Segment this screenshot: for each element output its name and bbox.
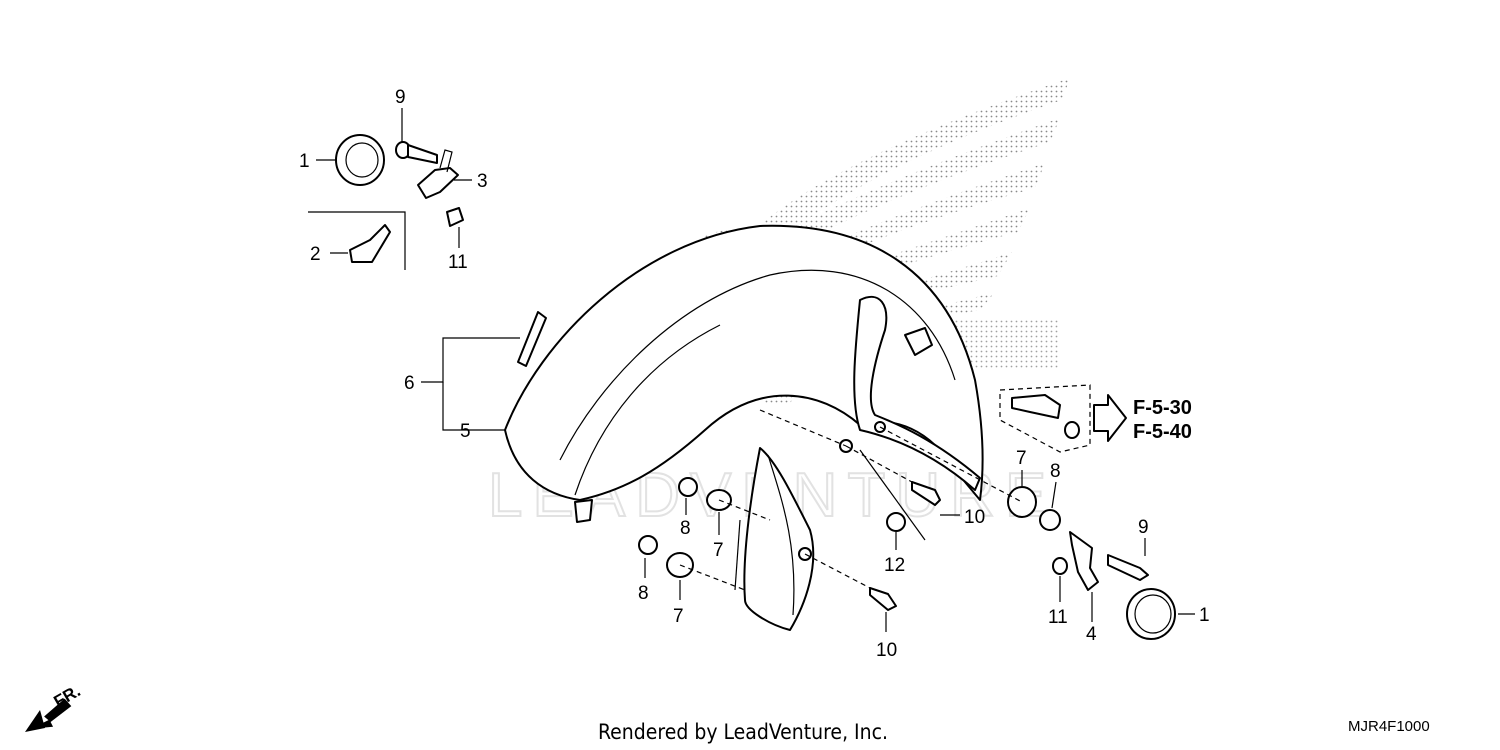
reference-box [999,384,1091,453]
callout-1-right: 1 [1199,605,1210,626]
center-hardware [638,477,941,611]
fender-stripe [517,311,547,367]
callout-1-top: 1 [299,151,310,172]
callout-11-low: 11 [1048,607,1068,628]
leader-lines [316,108,1195,632]
callout-labels: 1 9 3 2 11 6 5 7 8 8 7 8 7 10 12 10 11 4… [299,87,1210,661]
callout-12: 12 [884,555,905,576]
callout-3: 3 [477,171,488,192]
callout-6: 6 [404,373,415,394]
callout-11-top: 11 [448,252,468,273]
right-hardware [1007,486,1176,640]
callout-7-low: 7 [673,606,684,627]
callout-9-right: 9 [1138,517,1149,538]
top-left-parts [308,134,464,270]
reference-arrow-icon [1093,394,1127,442]
diagram-code: MJR4F1000 [1348,718,1430,735]
callout-10-low: 10 [876,640,897,661]
reference-f-5-30[interactable]: F-5-30 [1133,397,1192,419]
callout-7-mid: 7 [713,540,724,561]
callout-10-right: 10 [964,507,985,528]
callout-8-right: 8 [1050,461,1061,482]
callout-8-mid: 8 [680,518,691,539]
callout-8-low: 8 [638,583,649,604]
arrow-fr-icon [25,698,72,732]
front-fender [504,224,984,631]
callout-5: 5 [460,421,471,442]
callout-7-right: 7 [1016,448,1027,469]
reference-f-5-40[interactable]: F-5-40 [1133,421,1192,443]
callout-2: 2 [310,244,321,265]
callout-9-top: 9 [395,87,406,108]
footer-credit: Rendered by LeadVenture, Inc. [598,720,888,744]
callout-4: 4 [1086,624,1097,645]
